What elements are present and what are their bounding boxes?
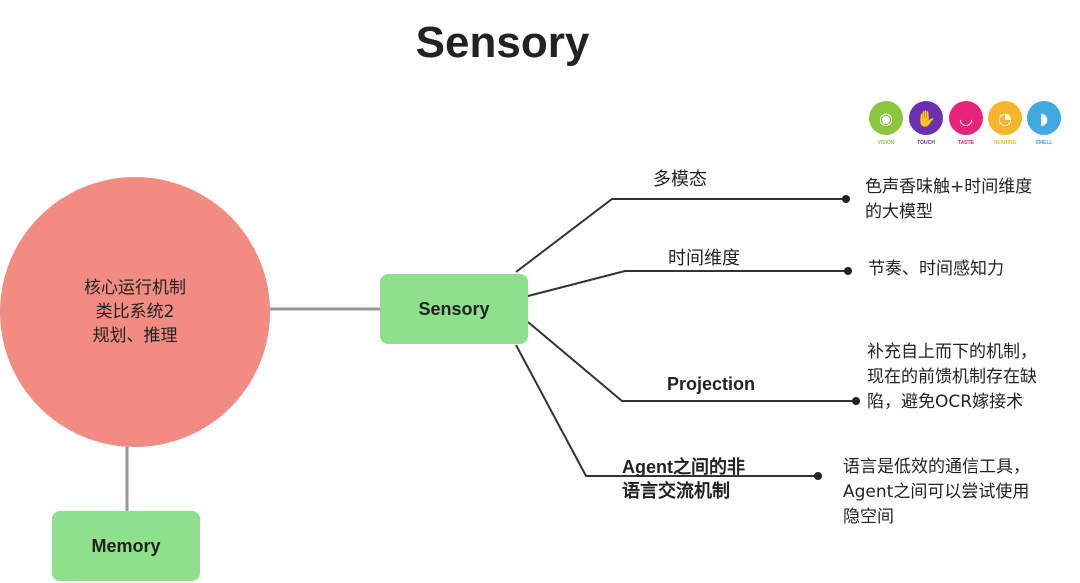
leaf-line: 现在的前馈机制存在缺	[867, 367, 1037, 387]
sensory-node[interactable]: Sensory	[380, 274, 528, 344]
leaf-line: 的大模型	[865, 202, 933, 222]
leaf-line: 节奏、时间感知力	[868, 259, 1004, 279]
branch-label-projection: Projection	[667, 372, 755, 396]
branch-label-line: 时间维度	[668, 248, 740, 269]
sense-label: SMELL	[1035, 140, 1053, 146]
branch-label-time: 时间维度	[668, 247, 740, 271]
branch-connector-2	[527, 321, 856, 402]
hand-icon: ✋	[909, 101, 943, 135]
leaf-line: Agent之间可以尝试使用	[843, 482, 1030, 502]
memory-node[interactable]: Memory	[52, 511, 200, 581]
core-line: 规划、推理	[92, 326, 178, 346]
leaf-multimodal: 色声香味触+时间维度 的大模型	[865, 175, 1032, 225]
sense-label: VISION	[877, 140, 895, 146]
diagram-title: Sensory	[415, 18, 590, 67]
branch-connector-3	[515, 344, 818, 477]
branch-label-multimodal: 多模态	[653, 168, 707, 192]
leaf-time: 节奏、时间感知力	[868, 257, 1004, 282]
branch-label-agent: Agent之间的非 语言交流机制	[622, 455, 745, 503]
sense-item: ◉ VISION	[866, 101, 906, 146]
branch-label-line: Projection	[667, 374, 756, 394]
leaf-dot-3	[814, 472, 822, 480]
sense-label: TASTE	[957, 140, 975, 146]
leaf-dot-1	[844, 267, 852, 275]
senses-icon-strip: ◉ VISION ✋ TOUCH ◡ TASTE ◔ HEARING ◗ SME…	[866, 101, 1062, 153]
sense-item: ◔ HEARING	[985, 101, 1025, 146]
eye-icon: ◉	[869, 101, 903, 135]
sense-item: ◡ TASTE	[946, 101, 986, 146]
leaf-line: 色声香味触+时间维度	[865, 177, 1033, 197]
leaf-dot-0	[842, 195, 850, 203]
sense-item: ◗ SMELL	[1024, 101, 1064, 146]
leaf-line: 陷，避免OCR嫁接术	[867, 392, 1024, 412]
leaf-line: 补充自上而下的机制，	[867, 342, 1037, 362]
leaf-projection: 补充自上而下的机制， 现在的前馈机制存在缺 陷，避免OCR嫁接术	[867, 340, 1037, 415]
leaf-line: 语言是低效的通信工具，	[843, 457, 1030, 477]
branch-connector-1	[527, 270, 848, 297]
branch-connector-0	[515, 198, 846, 273]
leaf-dot-2	[852, 397, 860, 405]
core-line: 类比系统2	[95, 302, 175, 322]
sense-label: HEARING	[993, 140, 1017, 146]
nose-icon: ◗	[1027, 101, 1061, 135]
leaf-agent: 语言是低效的通信工具， Agent之间可以尝试使用 隐空间	[843, 455, 1030, 530]
mouth-icon: ◡	[949, 101, 983, 135]
leaf-line: 隐空间	[843, 507, 894, 527]
sense-item: ✋ TOUCH	[906, 101, 946, 146]
branch-label-line: 语言交流机制	[622, 481, 730, 501]
branch-label-line: Agent之间的非	[622, 457, 745, 477]
ear-icon: ◔	[988, 101, 1022, 135]
sense-label: TOUCH	[917, 140, 935, 146]
core-mechanism-circle: 核心运行机制 类比系统2 规划、推理	[0, 177, 270, 447]
branch-label-line: 多模态	[653, 169, 707, 190]
core-line: 核心运行机制	[84, 278, 186, 298]
